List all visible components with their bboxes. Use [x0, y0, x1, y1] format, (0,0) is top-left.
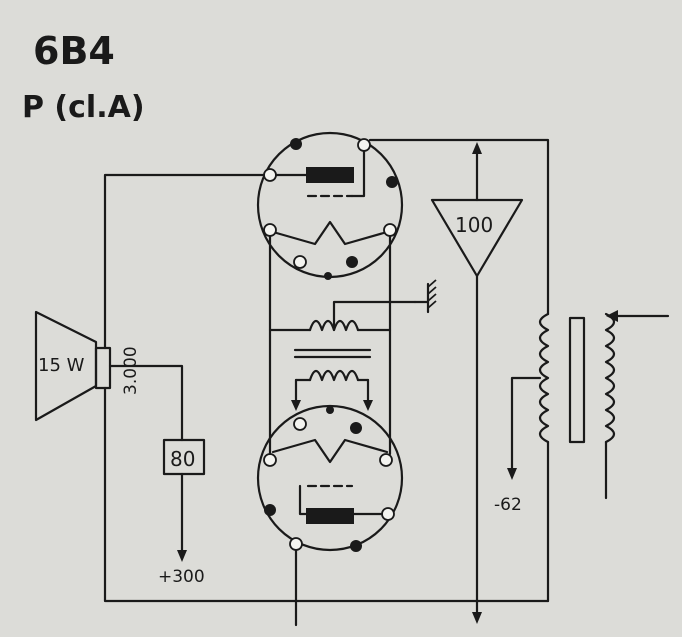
- upper-tube-filament: [271, 220, 389, 246]
- secondary-coil: [538, 312, 550, 444]
- lower-tube-envelope: [256, 404, 404, 552]
- supply-arrow: [177, 550, 187, 562]
- upper-tube-key: [324, 272, 332, 280]
- top-output-wire: [103, 173, 266, 350]
- upper-tube-pin-blank: [290, 138, 302, 150]
- upper-tube: [256, 131, 404, 280]
- bottom-output-wire: [103, 386, 298, 603]
- diagram-subtitle: P (cl.A): [22, 90, 145, 125]
- upper-tube-pin: [293, 255, 307, 269]
- input-transformer: [538, 310, 670, 603]
- lower-tube-plate: [306, 508, 354, 524]
- lower-tube-pin-blank: [264, 504, 276, 516]
- transformer-core-bar: [568, 316, 586, 444]
- upper-tube-pin-blank: [346, 256, 358, 268]
- b-plus-wire: [108, 364, 184, 442]
- upper-tube-envelope: [256, 131, 404, 279]
- plate-lead: [350, 149, 366, 198]
- filament-transformer: [268, 279, 437, 411]
- lower-tube-pin: [381, 507, 395, 521]
- lower-tube-pin: [293, 417, 307, 431]
- upper-tube-pin-blank: [386, 176, 398, 188]
- lower-tube-pin: [379, 453, 393, 467]
- lower-grid-lead: [298, 484, 308, 516]
- lower-tube-key: [326, 406, 334, 414]
- resistor: [162, 438, 206, 476]
- lower-tube: [256, 404, 404, 552]
- upper-tube-pin: [357, 138, 371, 152]
- amplifier-triangle: [430, 198, 524, 278]
- driver-amplifier: 100: [430, 142, 524, 624]
- bias-wire: [510, 376, 542, 472]
- bias-voltage: -62: [494, 495, 522, 515]
- upper-tube-pin: [383, 223, 397, 237]
- speaker-power-label: 15 W: [38, 355, 85, 376]
- diagram-title: 6B4: [33, 29, 115, 73]
- lower-tube-pin-blank: [350, 422, 362, 434]
- upper-tube-pin: [263, 223, 277, 237]
- lower-tube-pin-blank: [350, 540, 362, 552]
- impedance-label: 3.000: [121, 346, 141, 395]
- primary-coil: [604, 312, 616, 444]
- lower-tube-filament: [271, 438, 389, 464]
- supply-voltage: +300: [158, 567, 205, 587]
- lower-tube-pin: [263, 453, 277, 467]
- input-top-wire: [368, 138, 550, 316]
- amplifier-gain: 100: [455, 213, 493, 237]
- lower-tube-pin: [289, 537, 303, 551]
- resistor-value: 80: [170, 447, 195, 471]
- input-arrow: [606, 310, 618, 322]
- bias-arrow: [507, 468, 517, 480]
- speaker: 15 W 3.000: [34, 310, 141, 422]
- amp-bottom-arrow: [472, 612, 482, 624]
- amp-top-arrow: [472, 142, 482, 154]
- upper-tube-plate: [306, 167, 354, 183]
- upper-tube-pin: [263, 168, 277, 182]
- speaker-transformer: [94, 346, 112, 390]
